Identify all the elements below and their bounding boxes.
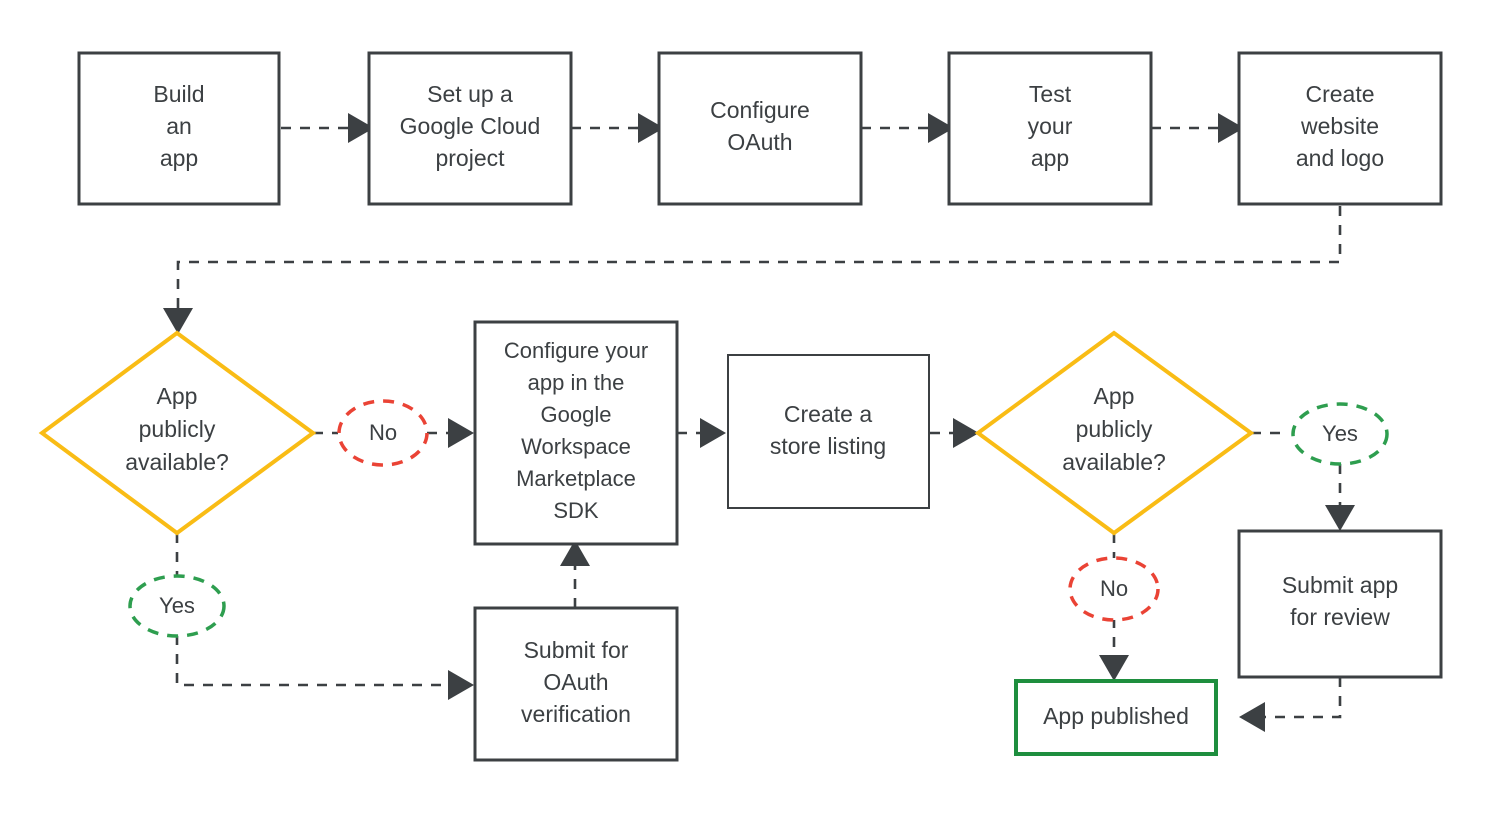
node-configure-oauth-line-1: OAuth [727, 129, 792, 155]
connector-sdk-to-store-listing [677, 418, 726, 448]
node-sdk-line-4: Marketplace [516, 466, 636, 491]
connector-test-to-website [1151, 113, 1244, 143]
node-gcp-project-line-1: Google Cloud [400, 113, 541, 139]
connector-decision-left-no [313, 418, 474, 448]
connector-submit-review-to-published [1239, 677, 1342, 732]
node-gcp-project-line-0: Set up a [427, 81, 513, 107]
node-test-your-app-line-0: Test [1029, 81, 1072, 107]
connector-decision-right-yes [1251, 431, 1355, 531]
node-store-listing-line-1: store listing [770, 433, 886, 459]
node-oauth-verification-line-1: OAuth [543, 669, 608, 695]
edge-label-left-no-text: No [369, 420, 397, 445]
node-test-your-app-line-2: app [1031, 145, 1069, 171]
node-configure-oauth-line-0: Configure [710, 97, 810, 123]
node-oauth-verification-line-2: verification [521, 701, 631, 727]
edge-label-left-no: No [337, 399, 429, 467]
node-submit-app-for-review[interactable]: Submit app for review [1237, 529, 1443, 679]
edge-label-right-yes: Yes [1291, 402, 1389, 466]
node-sdk-line-0: Configure your [504, 338, 648, 363]
node-create-website-line-1: website [1300, 113, 1379, 139]
node-gcp-project-line-2: project [435, 145, 505, 171]
connector-build-to-gcp [281, 113, 374, 143]
node-submit-for-oauth-verification[interactable]: Submit for OAuth verification [473, 606, 679, 762]
node-build-an-app[interactable]: Build an app [77, 51, 281, 206]
node-create-website-line-0: Create [1305, 81, 1374, 107]
edge-label-left-yes-text: Yes [159, 593, 195, 618]
edge-label-left-yes: Yes [128, 574, 226, 638]
node-sdk-line-3: Workspace [521, 434, 631, 459]
node-sdk-line-5: SDK [553, 498, 599, 523]
node-sdk-line-1: app in the [528, 370, 625, 395]
node-configure-oauth[interactable]: Configure OAuth [657, 51, 863, 206]
node-create-website-line-2: and logo [1296, 145, 1384, 171]
decision-right-line-0: App [1094, 383, 1135, 409]
node-oauth-verification-line-0: Submit for [524, 637, 629, 663]
node-set-up-google-cloud-project[interactable]: Set up a Google Cloud project [367, 51, 573, 206]
connector-decision-right-no [1099, 533, 1129, 681]
node-submit-review-line-0: Submit app [1282, 572, 1398, 598]
node-app-published[interactable]: App published [1014, 679, 1218, 756]
connector-website-to-decision-left [163, 206, 1342, 334]
connector-store-listing-to-decision-right [930, 418, 979, 448]
node-build-an-app-line-0: Build [153, 81, 204, 107]
node-test-your-app-line-1: your [1028, 113, 1073, 139]
decision-left-line-2: available? [125, 449, 229, 475]
decision-left-line-0: App [157, 383, 198, 409]
node-store-listing-line-0: Create a [784, 401, 872, 427]
connector-oauth-to-test [861, 113, 954, 143]
node-test-your-app[interactable]: Test your app [947, 51, 1153, 206]
decision-right-line-2: available? [1062, 449, 1166, 475]
node-configure-app-marketplace-sdk[interactable]: Configure your app in the Google Workspa… [473, 320, 679, 546]
decision-left-line-1: publicly [139, 416, 216, 442]
node-create-website-and-logo[interactable]: Create website and logo [1237, 51, 1443, 206]
node-app-published-label: App published [1043, 703, 1189, 729]
connector-oauth-verification-to-sdk [560, 540, 590, 608]
connector-gcp-to-oauth [571, 113, 664, 143]
node-decision-app-publicly-available-left[interactable]: App publicly available? [38, 330, 317, 536]
edge-label-right-no: No [1068, 556, 1160, 622]
edge-label-right-yes-text: Yes [1322, 421, 1358, 446]
node-build-an-app-line-1: an [166, 113, 192, 139]
node-decision-app-publicly-available-right[interactable]: App publicly available? [974, 330, 1255, 536]
node-create-store-listing[interactable]: Create a store listing [727, 354, 930, 509]
edge-label-right-no-text: No [1100, 576, 1128, 601]
connector-decision-left-yes [175, 533, 474, 700]
decision-right-line-1: publicly [1076, 416, 1153, 442]
node-submit-review-line-1: for review [1290, 604, 1390, 630]
node-sdk-line-2: Google [541, 402, 612, 427]
node-build-an-app-line-2: app [160, 145, 198, 171]
